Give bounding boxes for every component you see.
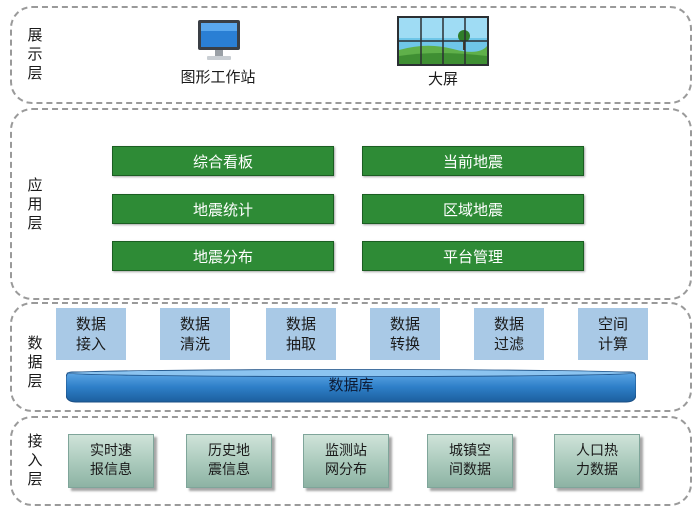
app-module-regional-earthquake: 区域地震: [362, 194, 584, 224]
data-module-cleaning: 数据 清洗: [160, 308, 230, 360]
application-layer-label: 应 用 层: [27, 176, 43, 232]
data-module-filtering: 数据 过滤: [474, 308, 544, 360]
display-layer: 展 示 层: [10, 6, 692, 104]
bigscreen-label: 大屏: [427, 70, 458, 88]
data-layer: 数 据 层: [10, 302, 692, 412]
app-module-dashboard: 综合看板: [112, 146, 334, 176]
access-module-historical-earthquake: 历史地 震信息: [186, 434, 272, 488]
access-module-urban-spatial-data: 城镇空 间数据: [427, 434, 513, 488]
app-module-earthquake-distribution: 地震分布: [112, 241, 334, 271]
data-module-spatial-computation: 空间 计算: [578, 308, 648, 360]
workstation-label: 图形工作站: [180, 68, 256, 86]
application-layer: 应 用 层: [10, 108, 692, 300]
access-module-realtime-report: 实时速 报信息: [68, 434, 154, 488]
data-module-extraction: 数据 抽取: [266, 308, 336, 360]
database-cylinder: 数据库: [65, 366, 637, 406]
access-layer: 接 入 层: [10, 416, 692, 506]
access-layer-label: 接 入 层: [27, 432, 43, 488]
video-wall-icon: [397, 16, 489, 66]
data-module-ingestion: 数据 接入: [56, 308, 126, 360]
access-module-population-heat-data: 人口热 力数据: [554, 434, 640, 488]
display-layer-label: 展 示 层: [27, 26, 43, 82]
data-module-transformation: 数据 转换: [370, 308, 440, 360]
app-module-current-earthquake: 当前地震: [362, 146, 584, 176]
access-module-station-network: 监测站 网分布: [303, 434, 389, 488]
app-module-platform-management: 平台管理: [362, 241, 584, 271]
database-label: 数据库: [328, 375, 374, 394]
monitor-icon: [196, 18, 242, 64]
data-layer-label: 数 据 层: [27, 334, 43, 390]
app-module-earthquake-statistics: 地震统计: [112, 194, 334, 224]
